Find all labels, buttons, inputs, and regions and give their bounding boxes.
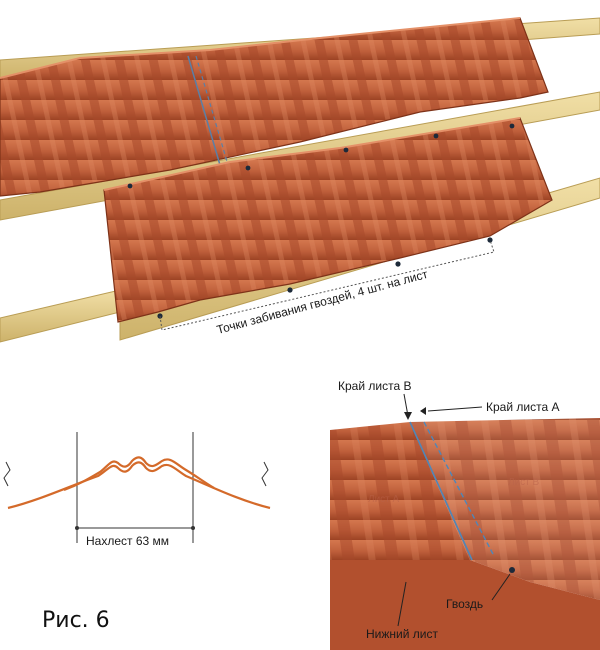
detail-view: Лист А Лист В Край листа В Край листа А …: [330, 379, 600, 650]
nail-icon: [343, 147, 349, 153]
nail-icon: [127, 183, 133, 189]
batten-bottom: [0, 289, 121, 343]
sheet-b-label: Лист В: [508, 477, 540, 488]
figure-caption: Рис. 6: [42, 608, 110, 633]
edge-line-b: [409, 421, 473, 561]
lower-sheet-leader: [397, 581, 407, 627]
nail-icon: [245, 165, 251, 171]
nailing-bracket: [159, 239, 495, 331]
edge-b-label: Край листа В: [338, 379, 411, 393]
edge-a-arrow-icon: [420, 407, 426, 415]
nail-label: Гвоздь: [446, 597, 483, 611]
nail-icon: [509, 123, 515, 129]
upper-sheet-seam: [187, 55, 221, 166]
sheet-profile-upper: [63, 456, 215, 492]
edge-line-a: [423, 421, 495, 557]
dimension-end-icon: [75, 526, 79, 530]
edge-a-label: Край листа А: [486, 400, 559, 414]
detail-lower-sheet: [330, 560, 600, 650]
upper-sheet-seam-dash: [195, 55, 229, 166]
nailing-point-icon: [395, 261, 401, 267]
break-mark-left-icon: [3, 461, 11, 487]
main-roof-illustration: Точки забивания гвоздей, 4 шт. на лист: [0, 17, 600, 343]
overlap-label: Нахлест 63 мм: [86, 534, 169, 548]
nail-leader: [491, 573, 511, 601]
detail-sheet-b: [410, 418, 600, 600]
nail-icon: [433, 133, 439, 139]
nail-icon: [509, 567, 515, 573]
nailing-point-icon: [487, 237, 493, 243]
edge-a-leader: [427, 406, 483, 412]
break-mark-right-icon: [261, 461, 269, 487]
lower-row-crest: [103, 117, 521, 191]
lower-sheet-label: Нижний лист: [366, 627, 438, 641]
profile-section: Нахлест 63 мм: [3, 432, 271, 548]
upper-row-nails: [127, 123, 515, 189]
edge-b-arrow-icon: [404, 412, 412, 420]
nailing-point-icon: [287, 287, 293, 293]
sheet-profile-lower: [7, 461, 271, 510]
dimension-end-icon: [191, 526, 195, 530]
sheet-a-label: Лист А: [368, 494, 400, 505]
upper-row-crest: [0, 17, 521, 79]
